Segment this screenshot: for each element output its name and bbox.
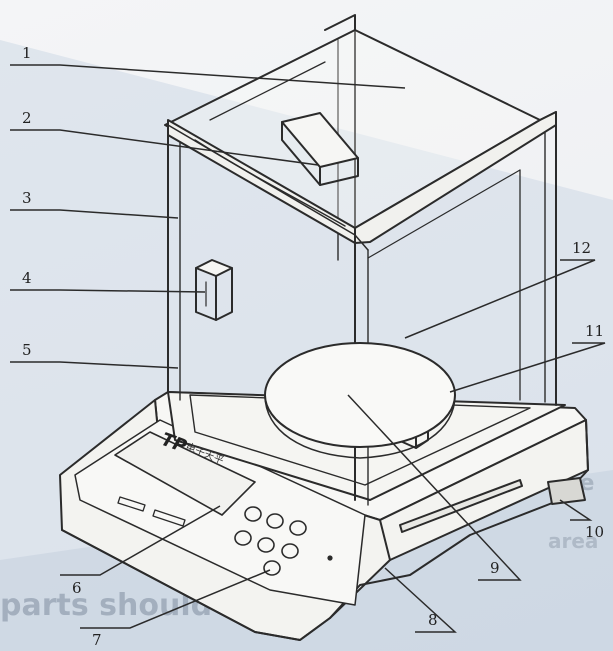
leader-5 — [10, 361, 179, 369]
leader-4 — [10, 289, 206, 293]
label-11: 11 — [585, 322, 604, 340]
label-8: 8 — [428, 611, 438, 629]
leader-6 — [60, 505, 221, 576]
button-group — [234, 506, 307, 576]
label-2: 2 — [22, 109, 32, 127]
button-4 — [234, 530, 252, 546]
weighing-pan — [264, 342, 456, 459]
left-door-handle — [195, 259, 233, 321]
part-labels: 1 2 3 4 5 6 7 8 9 10 11 12 — [22, 44, 604, 649]
button-3 — [289, 520, 307, 536]
display-slot-2 — [152, 509, 186, 527]
label-1: 1 — [22, 44, 32, 62]
leader-10 — [559, 499, 593, 521]
bg-text-3: area — [548, 529, 598, 553]
label-5: 5 — [22, 341, 32, 359]
label-7: 7 — [92, 631, 102, 649]
top-handle — [281, 112, 359, 186]
label-9: 9 — [490, 559, 500, 577]
leader-lines — [10, 64, 606, 633]
label-12: 12 — [572, 239, 591, 257]
leader-3 — [10, 209, 179, 219]
indicator-dot — [327, 555, 333, 561]
control-panel — [74, 419, 366, 606]
button-1 — [244, 506, 262, 522]
label-4: 4 — [22, 269, 32, 287]
label-3: 3 — [22, 189, 32, 207]
display-slot-1 — [117, 496, 146, 512]
button-2 — [266, 513, 284, 529]
button-6 — [281, 543, 299, 559]
leader-12 — [404, 259, 596, 339]
leader-1 — [10, 64, 406, 89]
leader-11 — [449, 342, 606, 393]
leader-9 — [347, 394, 522, 581]
display-window — [114, 431, 256, 516]
leader-8 — [384, 567, 457, 633]
leader-7 — [80, 569, 271, 629]
leader-2 — [10, 129, 319, 166]
label-10: 10 — [585, 523, 604, 541]
button-7 — [263, 560, 281, 576]
button-5 — [257, 537, 275, 553]
leveling-foot — [547, 477, 586, 505]
label-6: 6 — [72, 579, 82, 597]
